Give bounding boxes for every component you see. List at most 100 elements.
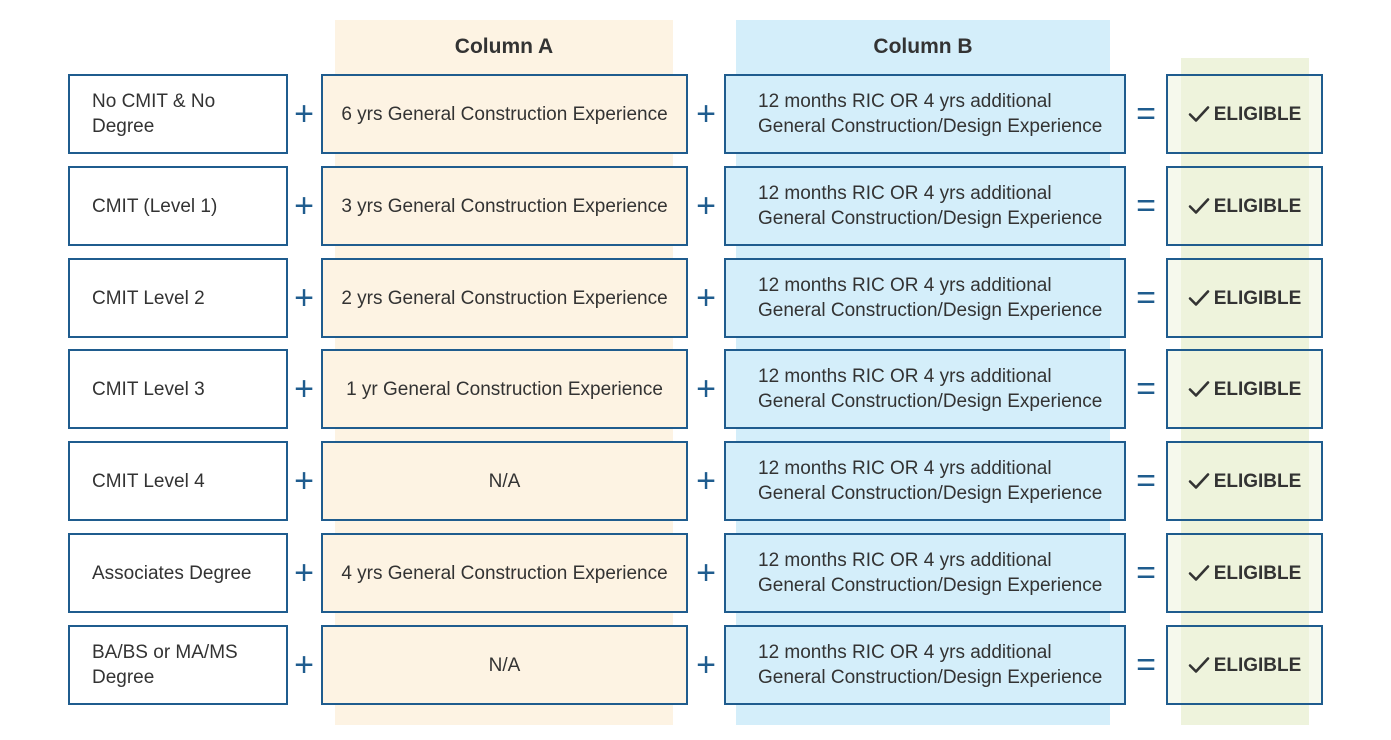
plus-sign: + xyxy=(696,187,716,225)
result-box: ELIGIBLE xyxy=(1166,441,1323,521)
column-b-line-2: General Construction/Design Experience xyxy=(758,208,1103,229)
plus-sign: + xyxy=(696,646,716,684)
column-a-label: 1 yr General Construction Experience xyxy=(346,378,663,400)
qualification-label: Associates Degree xyxy=(92,562,252,584)
result-label: ELIGIBLE xyxy=(1213,654,1302,676)
plus-sign: + xyxy=(696,462,716,500)
eligibility-row: Associates Degree + 4 yrs General Constr… xyxy=(0,533,1391,613)
column-b-text: 12 months RIC OR 4 yrs additional Genera… xyxy=(758,273,1102,323)
column-b-box: 12 months RIC OR 4 yrs additional Genera… xyxy=(724,533,1126,613)
plus-sign: + xyxy=(696,279,716,317)
eligibility-row: CMIT Level 3 + 1 yr General Construction… xyxy=(0,349,1391,429)
column-a-header: Column A xyxy=(454,35,554,58)
eligibility-row: BA/BS or MA/MS Degree + N/A + 12 months … xyxy=(0,625,1391,705)
qualification-box: No CMIT & No Degree xyxy=(68,74,288,154)
result-label: ELIGIBLE xyxy=(1213,195,1302,217)
result-box: ELIGIBLE xyxy=(1166,258,1323,338)
column-b-text: 12 months RIC OR 4 yrs additional Genera… xyxy=(758,640,1102,690)
plus-sign: + xyxy=(294,554,314,592)
column-b-text: 12 months RIC OR 4 yrs additional Genera… xyxy=(758,181,1102,231)
check-icon xyxy=(1188,473,1209,489)
column-a-label: N/A xyxy=(488,470,521,492)
equals-sign: = xyxy=(1136,187,1156,225)
column-b-text: 12 months RIC OR 4 yrs additional Genera… xyxy=(758,364,1102,414)
plus-sign: + xyxy=(696,370,716,408)
plus-sign: + xyxy=(294,95,314,133)
column-b-line-1: 12 months RIC OR 4 yrs additional xyxy=(758,275,1052,296)
eligibility-row: No CMIT & No Degree + 6 yrs General Cons… xyxy=(0,74,1391,154)
column-a-box: 3 yrs General Construction Experience xyxy=(321,166,688,246)
column-a-box: N/A xyxy=(321,625,688,705)
column-b-line-2: General Construction/Design Experience xyxy=(758,116,1103,137)
column-a-label: 2 yrs General Construction Experience xyxy=(341,287,668,309)
equals-sign: = xyxy=(1136,554,1156,592)
plus-sign: + xyxy=(294,279,314,317)
column-a-box: 2 yrs General Construction Experience xyxy=(321,258,688,338)
result-box: ELIGIBLE xyxy=(1166,74,1323,154)
plus-sign: + xyxy=(294,187,314,225)
qualification-label: CMIT Level 4 xyxy=(92,470,205,492)
qualification-label: CMIT Level 3 xyxy=(92,378,205,400)
column-b-header: Column B xyxy=(873,35,973,58)
check-icon xyxy=(1188,381,1209,397)
plus-sign: + xyxy=(696,554,716,592)
column-b-box: 12 months RIC OR 4 yrs additional Genera… xyxy=(724,166,1126,246)
plus-sign: + xyxy=(294,370,314,408)
equals-sign: = xyxy=(1136,370,1156,408)
qualification-box: CMIT Level 2 xyxy=(68,258,288,338)
qualification-label: CMIT (Level 1) xyxy=(92,195,218,217)
column-b-line-2: General Construction/Design Experience xyxy=(758,300,1103,321)
column-b-line-1: 12 months RIC OR 4 yrs additional xyxy=(758,550,1052,571)
qualification-box: CMIT (Level 1) xyxy=(68,166,288,246)
check-icon xyxy=(1188,198,1209,214)
column-b-text: 12 months RIC OR 4 yrs additional Genera… xyxy=(758,456,1102,506)
result-box: ELIGIBLE xyxy=(1166,166,1323,246)
column-b-line-1: 12 months RIC OR 4 yrs additional xyxy=(758,366,1052,387)
plus-sign: + xyxy=(696,95,716,133)
eligibility-row: CMIT (Level 1) + 3 yrs General Construct… xyxy=(0,166,1391,246)
result-label: ELIGIBLE xyxy=(1213,287,1302,309)
plus-sign: + xyxy=(294,646,314,684)
column-a-box: 1 yr General Construction Experience xyxy=(321,349,688,429)
column-a-label: 4 yrs General Construction Experience xyxy=(341,562,668,584)
qualification-box: Associates Degree xyxy=(68,533,288,613)
column-a-label: 3 yrs General Construction Experience xyxy=(341,195,668,217)
result-label: ELIGIBLE xyxy=(1213,470,1302,492)
result-box: ELIGIBLE xyxy=(1166,533,1323,613)
column-a-box: 6 yrs General Construction Experience xyxy=(321,74,688,154)
result-box: ELIGIBLE xyxy=(1166,625,1323,705)
equals-sign: = xyxy=(1136,462,1156,500)
column-b-box: 12 months RIC OR 4 yrs additional Genera… xyxy=(724,74,1126,154)
result-label: ELIGIBLE xyxy=(1213,378,1302,400)
column-b-line-2: General Construction/Design Experience xyxy=(758,483,1103,504)
qualification-label: CMIT Level 2 xyxy=(92,287,205,309)
result-label: ELIGIBLE xyxy=(1213,562,1302,584)
qualification-box: CMIT Level 4 xyxy=(68,441,288,521)
equals-sign: = xyxy=(1136,279,1156,317)
eligibility-row: CMIT Level 4 + N/A + 12 months RIC OR 4 … xyxy=(0,441,1391,521)
column-a-label: 6 yrs General Construction Experience xyxy=(341,103,668,125)
column-a-box: 4 yrs General Construction Experience xyxy=(321,533,688,613)
column-a-label: N/A xyxy=(488,654,521,676)
column-b-box: 12 months RIC OR 4 yrs additional Genera… xyxy=(724,258,1126,338)
column-b-text: 12 months RIC OR 4 yrs additional Genera… xyxy=(758,89,1102,139)
column-b-line-2: General Construction/Design Experience xyxy=(758,575,1103,596)
qualification-label: No CMIT & No Degree xyxy=(92,91,216,137)
column-b-line-2: General Construction/Design Experience xyxy=(758,391,1103,412)
equals-sign: = xyxy=(1136,646,1156,684)
column-a-box: N/A xyxy=(321,441,688,521)
plus-sign: + xyxy=(294,462,314,500)
column-b-line-1: 12 months RIC OR 4 yrs additional xyxy=(758,458,1052,479)
check-icon xyxy=(1188,290,1209,306)
check-icon xyxy=(1188,657,1209,673)
eligibility-row: CMIT Level 2 + 2 yrs General Constructio… xyxy=(0,258,1391,338)
column-b-text: 12 months RIC OR 4 yrs additional Genera… xyxy=(758,548,1102,598)
column-b-box: 12 months RIC OR 4 yrs additional Genera… xyxy=(724,625,1126,705)
equals-sign: = xyxy=(1136,95,1156,133)
check-icon xyxy=(1188,106,1209,122)
result-label: ELIGIBLE xyxy=(1213,103,1302,125)
column-b-line-2: General Construction/Design Experience xyxy=(758,667,1103,688)
qualification-box: CMIT Level 3 xyxy=(68,349,288,429)
column-b-box: 12 months RIC OR 4 yrs additional Genera… xyxy=(724,349,1126,429)
qualification-box: BA/BS or MA/MS Degree xyxy=(68,625,288,705)
